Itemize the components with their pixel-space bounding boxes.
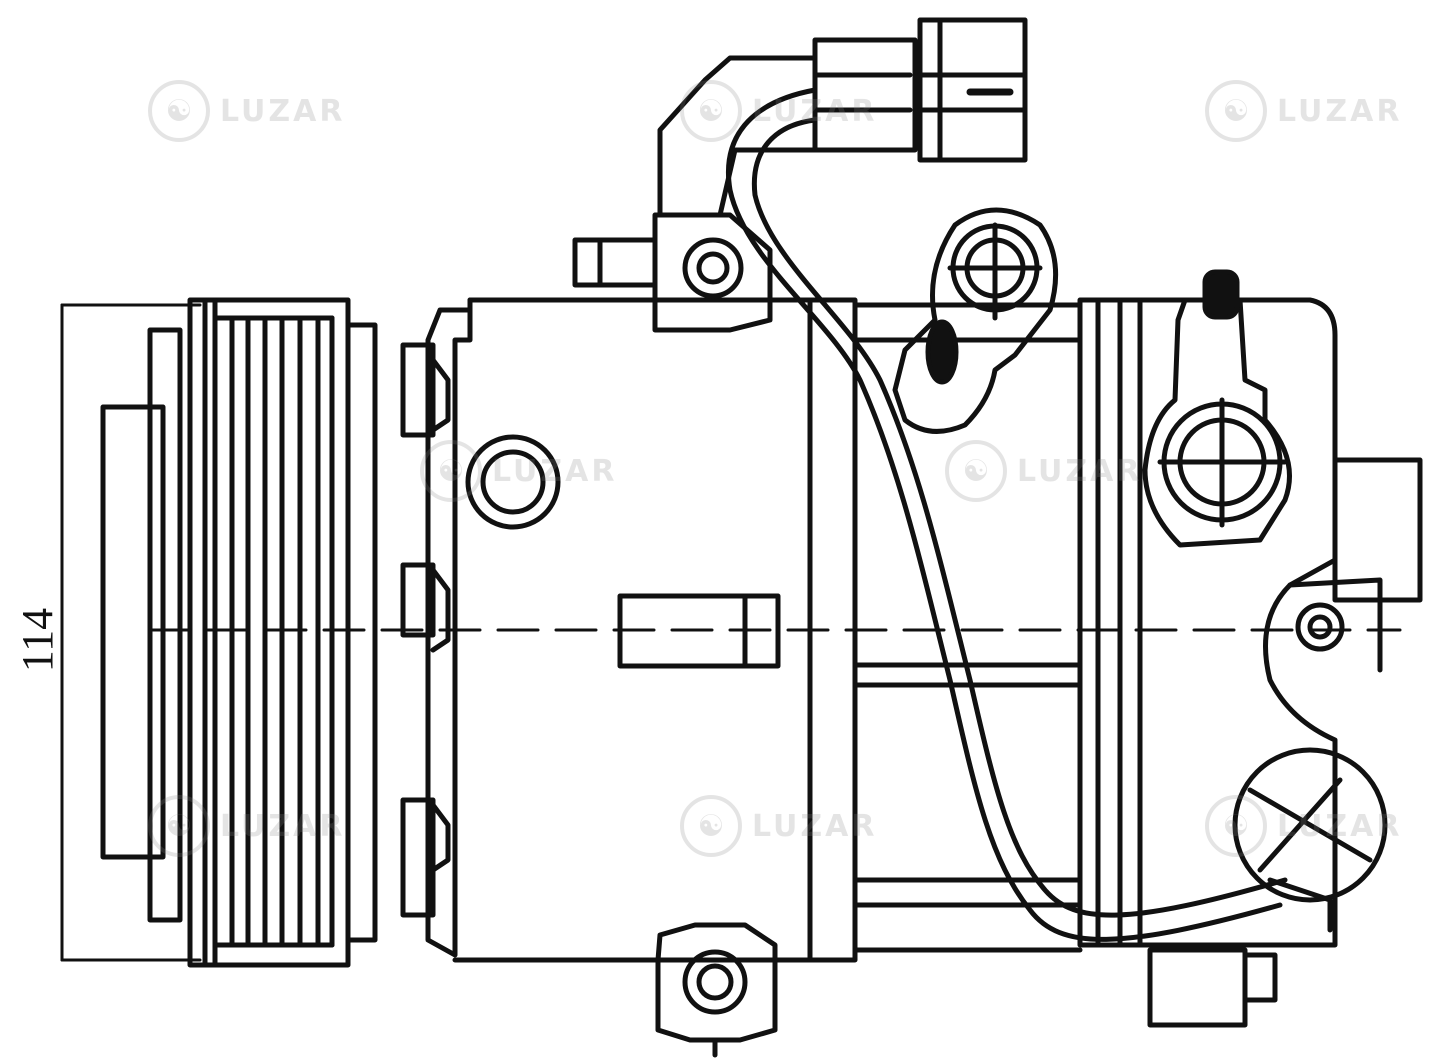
electrical-connector xyxy=(812,17,1028,163)
front-housing xyxy=(400,307,473,958)
height-dimension-label: 114 xyxy=(13,607,62,673)
pressure-sensor xyxy=(1232,747,1388,933)
bottom-mount-lug xyxy=(655,922,778,1058)
rear-head xyxy=(1077,297,1423,948)
suction-port xyxy=(892,207,1059,434)
top-mount-lug xyxy=(572,212,773,333)
label-plate xyxy=(617,593,781,669)
wire-harness xyxy=(726,87,1288,942)
side-boss xyxy=(465,434,561,530)
dimension-line xyxy=(60,303,202,962)
discharge-port xyxy=(1142,269,1292,548)
valve-block xyxy=(1147,947,1278,1028)
pulley-clutch xyxy=(100,297,378,968)
rear-mount-boss xyxy=(1295,602,1345,652)
